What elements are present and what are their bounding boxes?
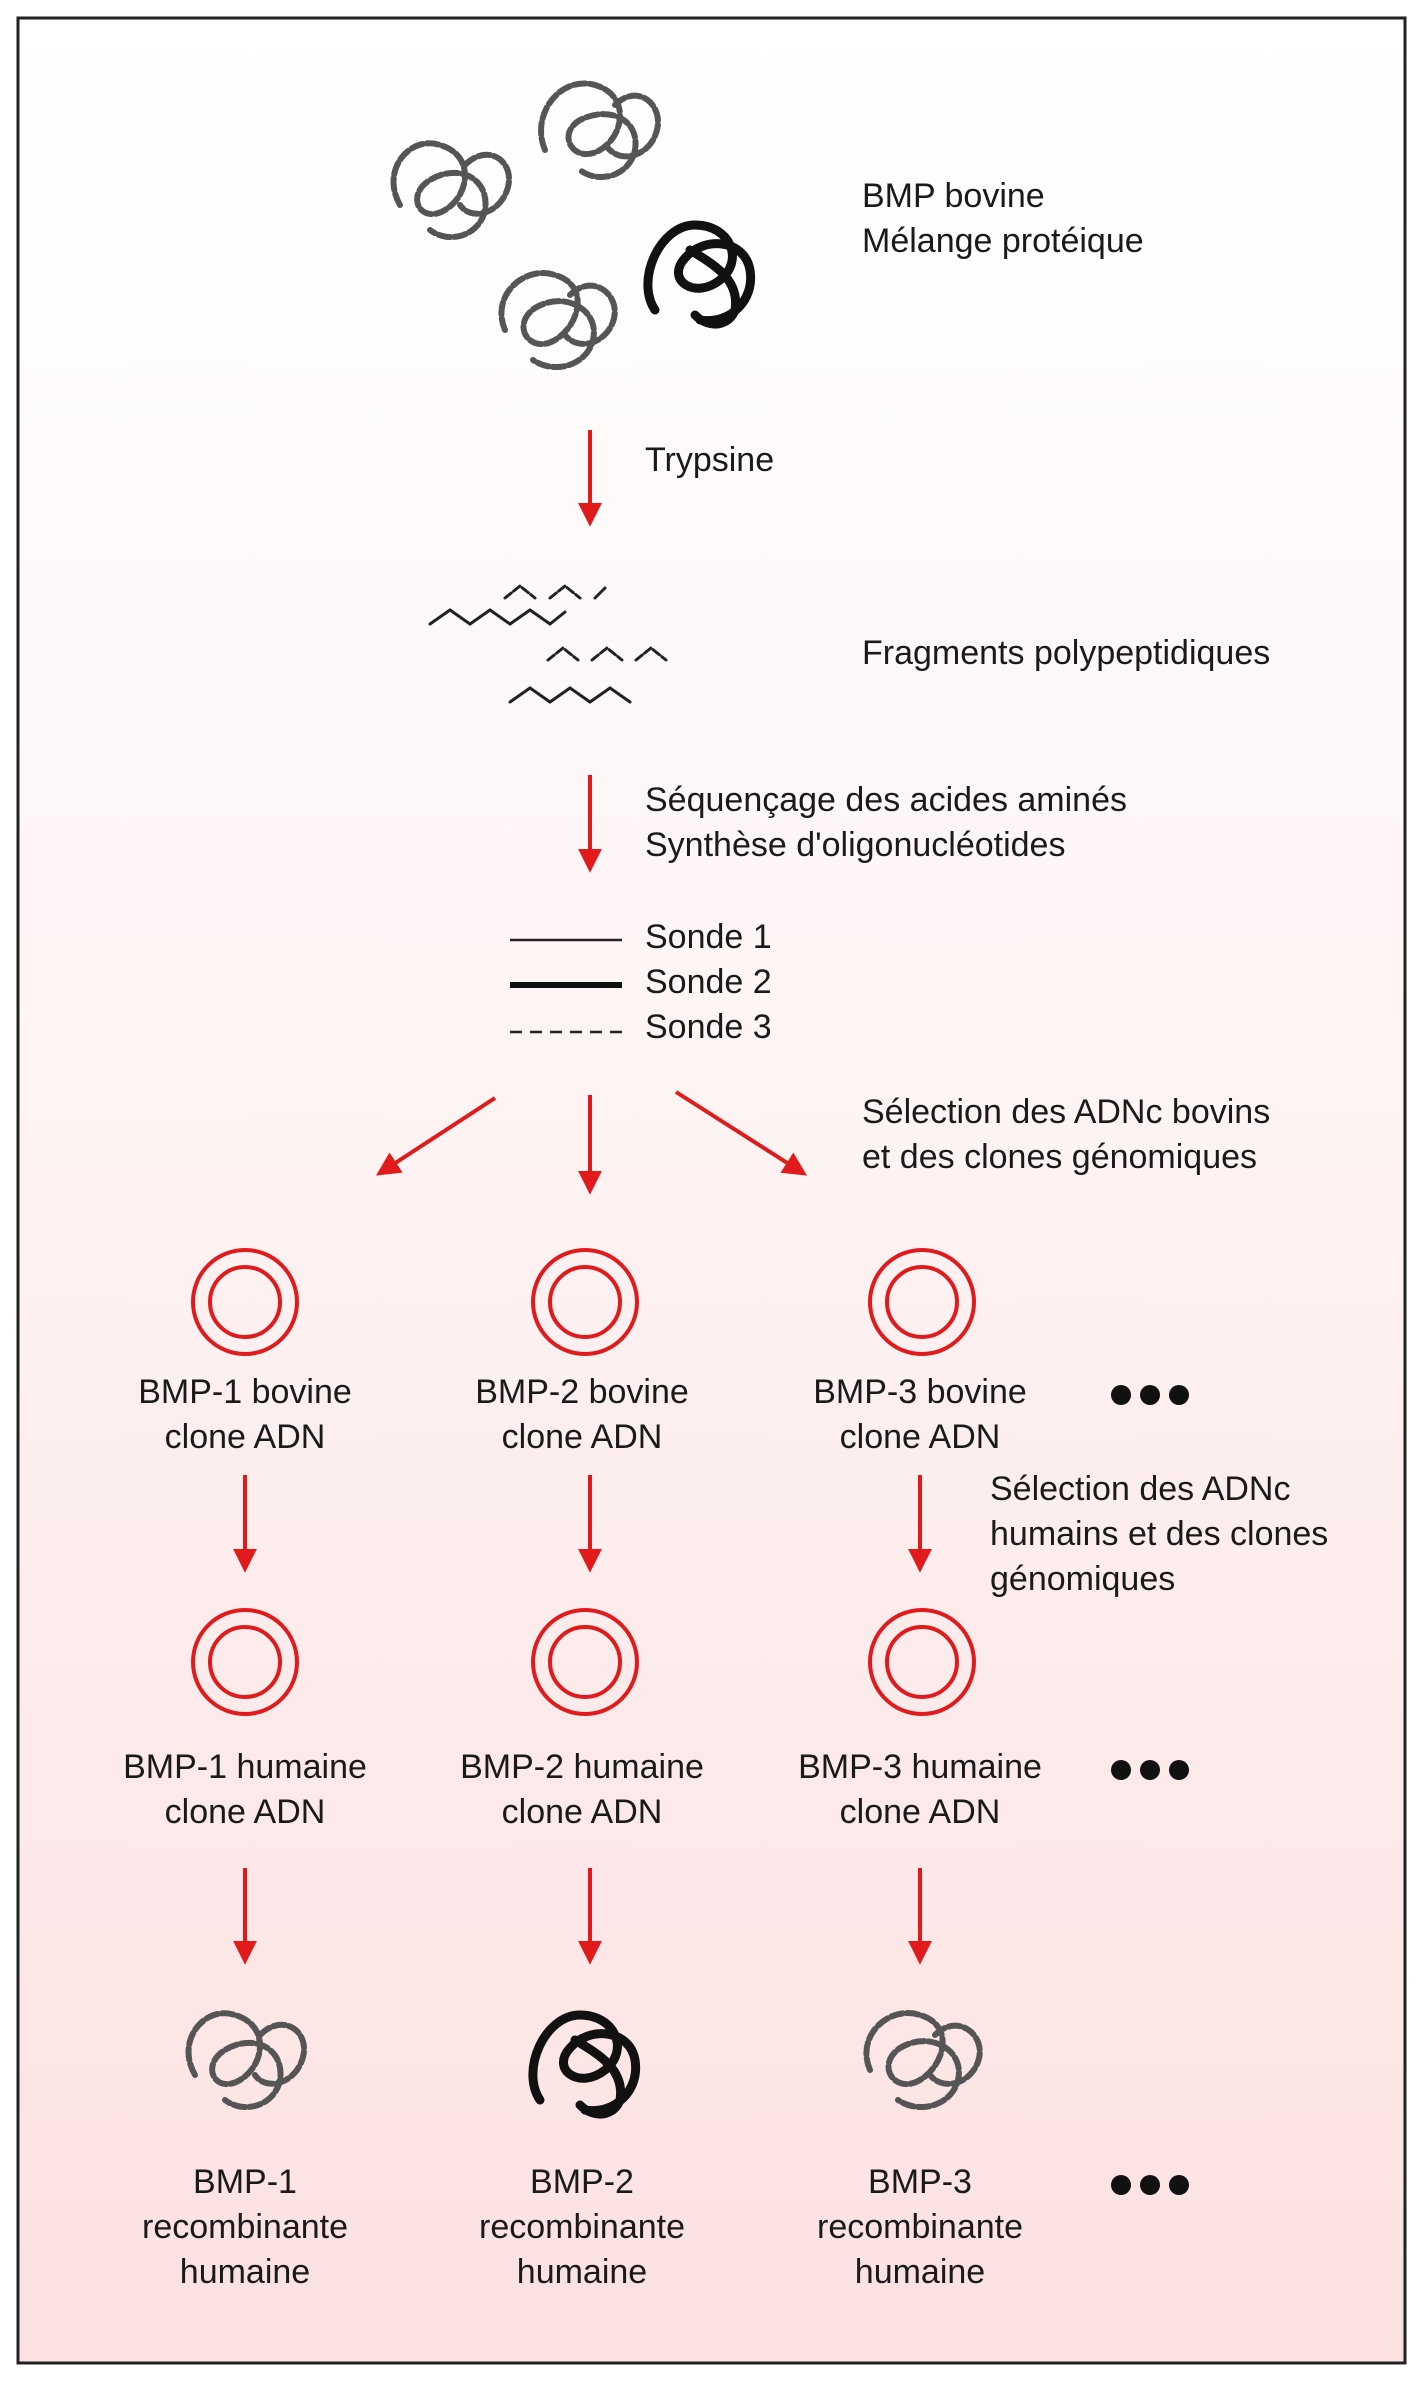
fragment bbox=[508, 686, 632, 704]
more-icon bbox=[1111, 1385, 1189, 1405]
ellipsis-dots bbox=[1111, 1385, 1189, 2195]
bovine-clone-2-type: clone ADN bbox=[501, 1418, 663, 1456]
plasmid-icon bbox=[191, 1608, 299, 1716]
protein-coil-icon bbox=[538, 80, 661, 181]
recombinant-1-line3: humaine bbox=[179, 2253, 311, 2291]
diagram-background bbox=[16, 16, 1407, 2365]
recombinant-1-line2: recombinante bbox=[141, 2208, 349, 2246]
plasmid-icon bbox=[531, 1248, 639, 1356]
fragment bbox=[634, 646, 668, 662]
fragment bbox=[546, 646, 580, 662]
fragment bbox=[593, 586, 607, 600]
protein-coil-icon bbox=[390, 140, 513, 241]
selection-human-label-line2: humains et des clones bbox=[990, 1515, 1329, 1553]
probe-label-2: Sonde 2 bbox=[645, 963, 772, 1001]
protein-coil-icon bbox=[185, 2010, 308, 2111]
human-clone-3-type: clone ADN bbox=[839, 1793, 1001, 1831]
polypeptide-fragments bbox=[428, 584, 668, 704]
protein-coil-icon bbox=[643, 220, 756, 329]
bovine-clone-1-name: BMP-1 bovine bbox=[138, 1373, 352, 1411]
arrow-to-bmp1 bbox=[375, 1096, 497, 1176]
probe-label-1: Sonde 1 bbox=[645, 918, 772, 956]
plasmid-icon bbox=[531, 1608, 639, 1716]
fragments-label: Fragments polypeptidiques bbox=[862, 634, 1271, 672]
plasmid-icon bbox=[868, 1608, 976, 1716]
human-clone-2-name: BMP-2 humaine bbox=[460, 1748, 704, 1786]
human-clone-1-name: BMP-1 humaine bbox=[123, 1748, 367, 1786]
recombinant-3-line3: humaine bbox=[854, 2253, 986, 2291]
recombinant-2-line3: humaine bbox=[516, 2253, 648, 2291]
selection-human-label-line3: génomiques bbox=[990, 1560, 1176, 1598]
probe-label-3: Sonde 3 bbox=[645, 1008, 772, 1046]
protein-coil-icon bbox=[498, 270, 618, 371]
protein-coil-icon bbox=[528, 2010, 641, 2119]
trypsin-label: Trypsine bbox=[645, 441, 775, 479]
fragment bbox=[548, 584, 582, 600]
plasmid-icon bbox=[868, 1248, 976, 1356]
synthesis-label: Synthèse d'oligonucléotides bbox=[645, 826, 1066, 864]
plasmids bbox=[191, 1248, 976, 1716]
protein-mixture bbox=[390, 80, 756, 371]
sequencing-label: Séquençage des acides aminés bbox=[645, 781, 1127, 819]
process-arrows bbox=[233, 430, 932, 1965]
more-icon bbox=[1111, 1760, 1189, 1780]
selection-bovine-label-line1: Sélection des ADNc bovins bbox=[862, 1093, 1271, 1131]
more-icon bbox=[1111, 2175, 1189, 2195]
recombinant-3-name: BMP-3 bbox=[868, 2163, 972, 2201]
recombinant-proteins bbox=[185, 2010, 983, 2119]
recombinant-2-name: BMP-2 bbox=[530, 2163, 634, 2201]
selection-human-label-line1: Sélection des ADNc bbox=[990, 1470, 1291, 1508]
human-clone-2-type: clone ADN bbox=[501, 1793, 663, 1831]
bovine-clone-3-name: BMP-3 bovine bbox=[813, 1373, 1027, 1411]
bovine-clone-1-type: clone ADN bbox=[164, 1418, 326, 1456]
protein-coil-icon bbox=[863, 2010, 983, 2111]
human-clone-3-name: BMP-3 humaine bbox=[798, 1748, 1042, 1786]
fragment bbox=[428, 608, 567, 626]
bovine-clone-3-type: clone ADN bbox=[839, 1418, 1001, 1456]
bovine-clone-2-name: BMP-2 bovine bbox=[475, 1373, 689, 1411]
selection-bovine-label-line2: et des clones génomiques bbox=[862, 1138, 1258, 1176]
recombinant-3-line2: recombinante bbox=[816, 2208, 1024, 2246]
fragment bbox=[590, 646, 624, 662]
plasmid-icon bbox=[191, 1248, 299, 1356]
fragment bbox=[503, 584, 537, 600]
human-clone-1-type: clone ADN bbox=[164, 1793, 326, 1831]
recombinant-1-name: BMP-1 bbox=[193, 2163, 297, 2201]
bmp-bovine-label: BMP bovine bbox=[862, 177, 1045, 215]
protein-mixture-label: Mélange protéique bbox=[862, 222, 1144, 260]
arrow-to-bmp3 bbox=[674, 1090, 808, 1176]
recombinant-2-line2: recombinante bbox=[478, 2208, 686, 2246]
